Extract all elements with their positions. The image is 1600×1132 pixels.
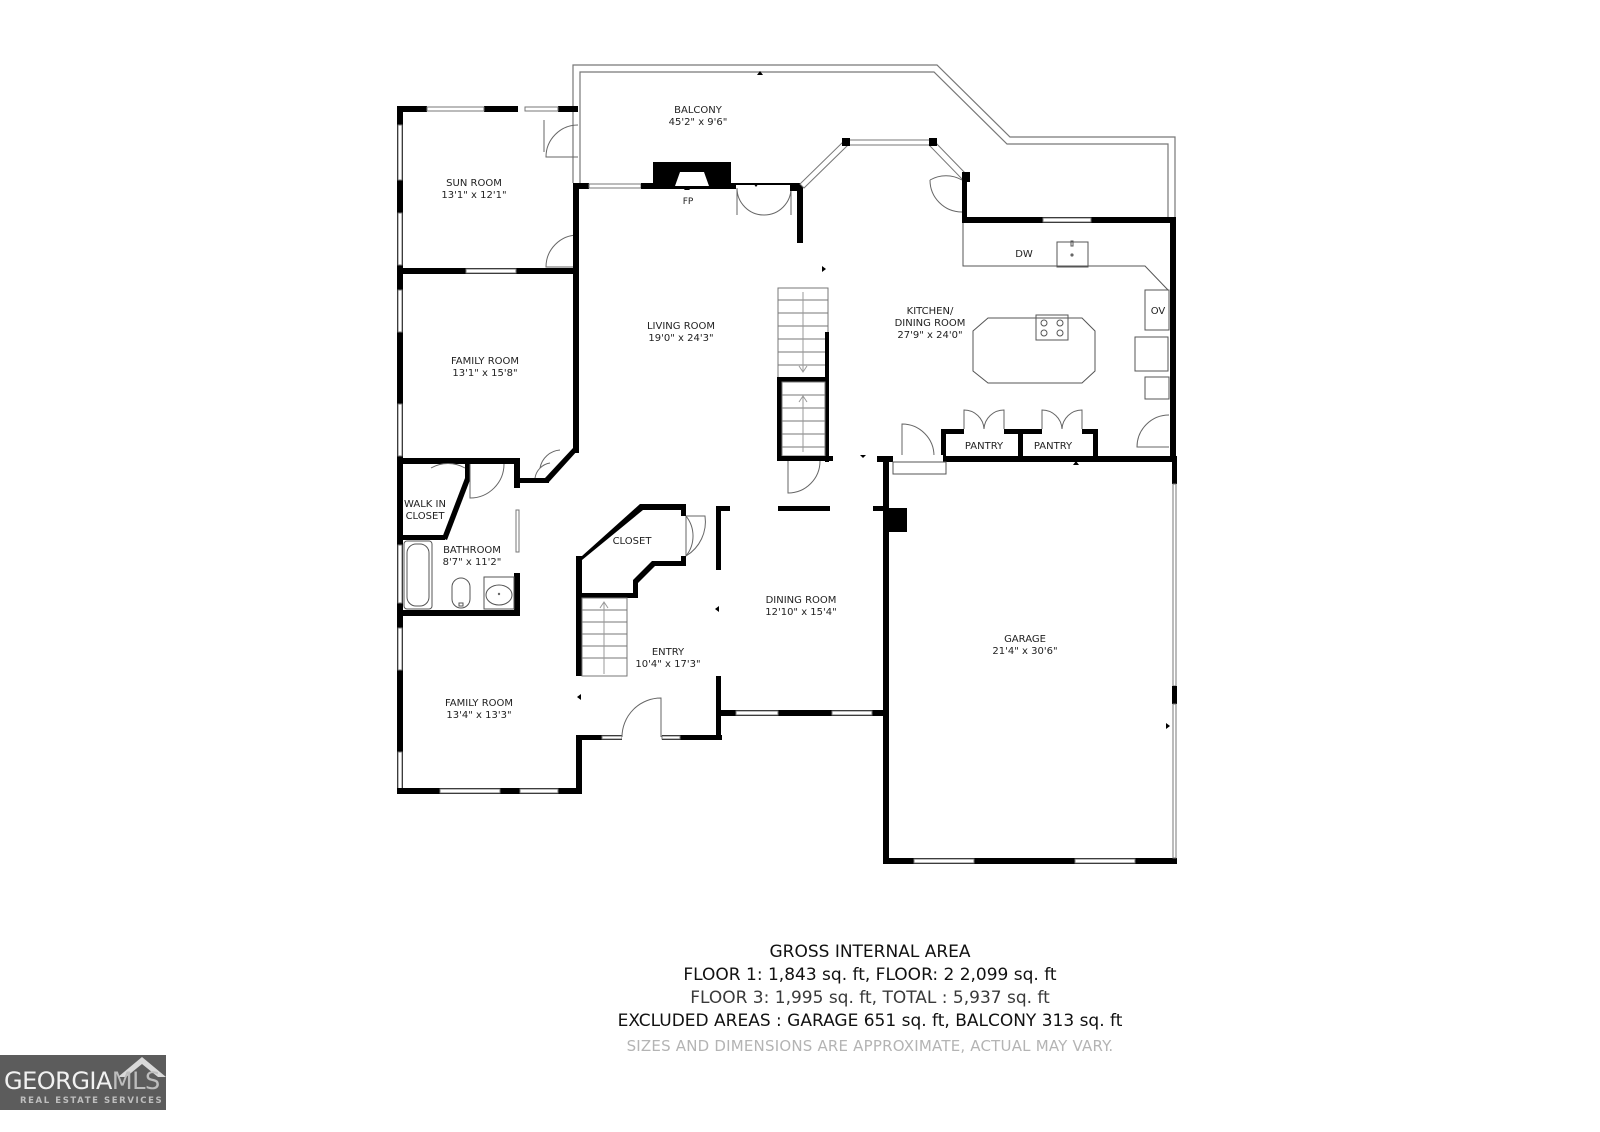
room-size-family-room-lower: 13'4" x 13'3" <box>446 710 511 721</box>
room-size-entry: 10'4" x 17'3" <box>635 659 700 670</box>
room-size-bathroom: 8'7" x 11'2" <box>443 557 502 568</box>
wall <box>877 456 1177 462</box>
kitchen-counter <box>962 223 1170 400</box>
wall <box>573 183 579 273</box>
room-size-garage: 21'4" x 30'6" <box>992 646 1057 657</box>
logo-name-accent: MLS <box>111 1067 160 1095</box>
dishwasher-label: DW <box>1015 249 1033 260</box>
window <box>588 183 642 189</box>
room-label-closet: CLOSET <box>613 536 653 547</box>
room-size-kitchen: 27'9" x 24'0" <box>897 330 962 341</box>
logo-tagline: REAL ESTATE SERVICES <box>20 1096 164 1106</box>
room-label-balcony: BALCONY <box>674 105 723 116</box>
balcony-outline <box>572 64 1176 217</box>
room-size-sun-room: 13'1" x 12'1" <box>441 190 506 201</box>
logo-name-main: GEORGIA <box>4 1067 112 1095</box>
floor-plan: BALCONY 45'2" x 9'6" SUN ROOM 13'1" x 12… <box>397 64 1177 864</box>
kitchen-island <box>972 314 1096 384</box>
area-title: GROSS INTERNAL AREA <box>769 942 971 962</box>
area-line-2: FLOOR 3: 1,995 sq. ft, TOTAL : 5,937 sq.… <box>690 988 1050 1008</box>
room-label-entry: ENTRY <box>652 647 685 658</box>
room-label-bathroom: BATHROOM <box>443 545 501 556</box>
french-door <box>736 187 792 216</box>
room-label-walk-in-closet-2: CLOSET <box>406 511 446 522</box>
central-stairs <box>777 287 833 494</box>
room-label-living-room: LIVING ROOM <box>647 321 715 332</box>
closet-and-stairs <box>576 504 706 677</box>
bay-window <box>799 138 970 218</box>
wall <box>797 183 803 243</box>
room-label-walk-in-closet: WALK IN <box>404 499 446 510</box>
room-size-dining-room: 12'10" x 15'4" <box>765 607 837 618</box>
area-summary: GROSS INTERNAL AREA FLOOR 1: 1,843 sq. f… <box>560 941 1180 1058</box>
room-label-kitchen-2: DINING ROOM <box>895 318 966 329</box>
orientation-marks <box>577 71 1170 729</box>
area-line-3: EXCLUDED AREAS : GARAGE 651 sq. ft, BALC… <box>617 1011 1123 1031</box>
pantries <box>901 409 1170 459</box>
fireplace <box>653 162 731 189</box>
room-label-family-room-upper: FAMILY ROOM <box>451 356 519 367</box>
room-size-family-room-upper: 13'1" x 15'8" <box>452 368 517 379</box>
room-label-garage: GARAGE <box>1004 634 1046 645</box>
window <box>1042 217 1092 223</box>
wall <box>573 183 589 189</box>
room-label-pantry-1: PANTRY <box>965 441 1004 452</box>
sun-room-walls <box>397 106 579 274</box>
oven-label: OV <box>1151 306 1166 317</box>
area-disclaimer: SIZES AND DIMENSIONS ARE APPROXIMATE, AC… <box>626 1037 1114 1055</box>
logo-wordmark: GEORGIAMLS <box>4 1067 160 1095</box>
wall <box>1170 217 1176 457</box>
fireplace-label: FP <box>683 197 694 207</box>
room-label-sun-room: SUN ROOM <box>446 178 502 189</box>
room-label-pantry-2: PANTRY <box>1034 441 1073 452</box>
garage-walls <box>883 456 1177 864</box>
bath-closet-walls <box>397 458 520 616</box>
wall <box>736 183 794 185</box>
room-label-family-room-lower: FAMILY ROOM <box>445 698 513 709</box>
wall <box>790 183 802 191</box>
roof-icon <box>118 1057 166 1077</box>
room-size-balcony: 45'2" x 9'6" <box>669 117 728 128</box>
wall <box>573 268 579 453</box>
room-label-dining-room: DINING ROOM <box>766 595 837 606</box>
georgia-mls-logo: GEORGIAMLS REAL ESTATE SERVICES <box>0 1055 166 1110</box>
room-size-living-room: 19'0" x 24'3" <box>648 333 713 344</box>
room-label-kitchen: KITCHEN/ <box>907 306 954 317</box>
area-line-1: FLOOR 1: 1,843 sq. ft, FLOOR: 2 2,099 sq… <box>683 965 1057 985</box>
